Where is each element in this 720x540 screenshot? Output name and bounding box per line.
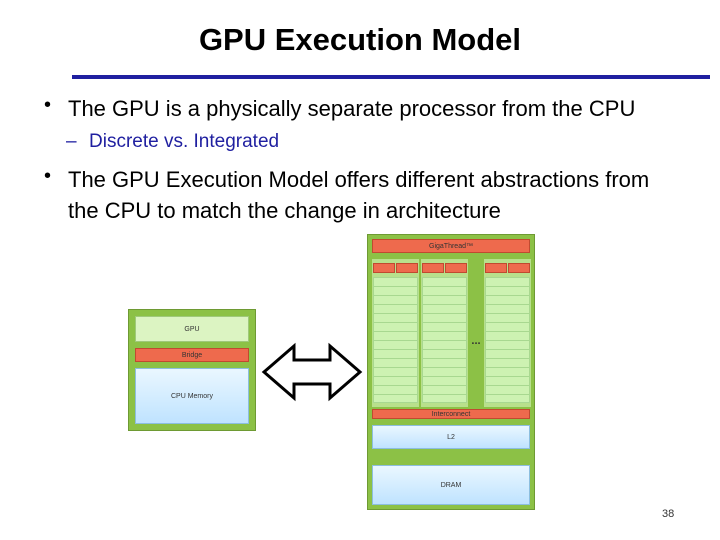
bridge-label: Bridge bbox=[181, 351, 203, 359]
gigathread-block: GigaThread™ bbox=[372, 239, 530, 253]
sm-column-2 bbox=[421, 259, 468, 407]
sm-3-cores bbox=[485, 277, 530, 403]
bullet-2-line-2: the CPU to match the change in architect… bbox=[68, 198, 501, 223]
sm-2-sched-a bbox=[422, 263, 444, 273]
sm-1-sched-a bbox=[373, 263, 395, 273]
sm-column-1 bbox=[372, 259, 419, 407]
bullet-marker-2: • bbox=[44, 165, 52, 187]
gigathread-label: GigaThread™ bbox=[429, 242, 473, 250]
bridge-block: Bridge bbox=[135, 348, 249, 362]
cpu-gpu-label: GPU bbox=[184, 325, 200, 333]
sub-bullet-1: Discrete vs. Integrated bbox=[89, 131, 280, 152]
cpu-memory-block: CPU Memory bbox=[135, 368, 249, 424]
bullet-1: The GPU is a physically separate process… bbox=[68, 96, 636, 121]
cpu-gpu-block: GPU bbox=[135, 316, 249, 342]
sm-3-sched-b bbox=[508, 263, 530, 273]
interconnect-label: Interconnect bbox=[431, 410, 471, 418]
double-arrow-icon bbox=[261, 342, 363, 402]
slide-title: GPU Execution Model bbox=[198, 22, 522, 57]
sm-2-cores bbox=[422, 277, 467, 403]
cpu-memory-label: CPU Memory bbox=[170, 392, 213, 400]
dram-label: DRAM bbox=[440, 481, 462, 489]
sm-3-sched-a bbox=[485, 263, 507, 273]
title-rule bbox=[72, 75, 710, 79]
l2-label: L2 bbox=[447, 433, 455, 441]
bullet-2-line-1: The GPU Execution Model offers different… bbox=[68, 167, 650, 192]
sub-bullet-dash: – bbox=[66, 131, 77, 152]
page-number: 38 bbox=[662, 508, 675, 520]
dram-block: DRAM bbox=[372, 465, 530, 505]
sm-ellipsis: ... bbox=[471, 335, 481, 347]
interconnect-block: Interconnect bbox=[372, 409, 530, 419]
sm-column-3 bbox=[484, 259, 531, 407]
sm-1-sched-b bbox=[396, 263, 418, 273]
sm-1-cores bbox=[373, 277, 418, 403]
l2-block: L2 bbox=[372, 425, 530, 449]
gpu-architecture-panel: GigaThread™ ... Interconnect L2 DRAM bbox=[367, 234, 535, 510]
cpu-system-panel: GPU Bridge CPU Memory bbox=[128, 309, 256, 431]
sm-2-sched-b bbox=[445, 263, 467, 273]
bullet-marker-1: • bbox=[44, 94, 52, 116]
